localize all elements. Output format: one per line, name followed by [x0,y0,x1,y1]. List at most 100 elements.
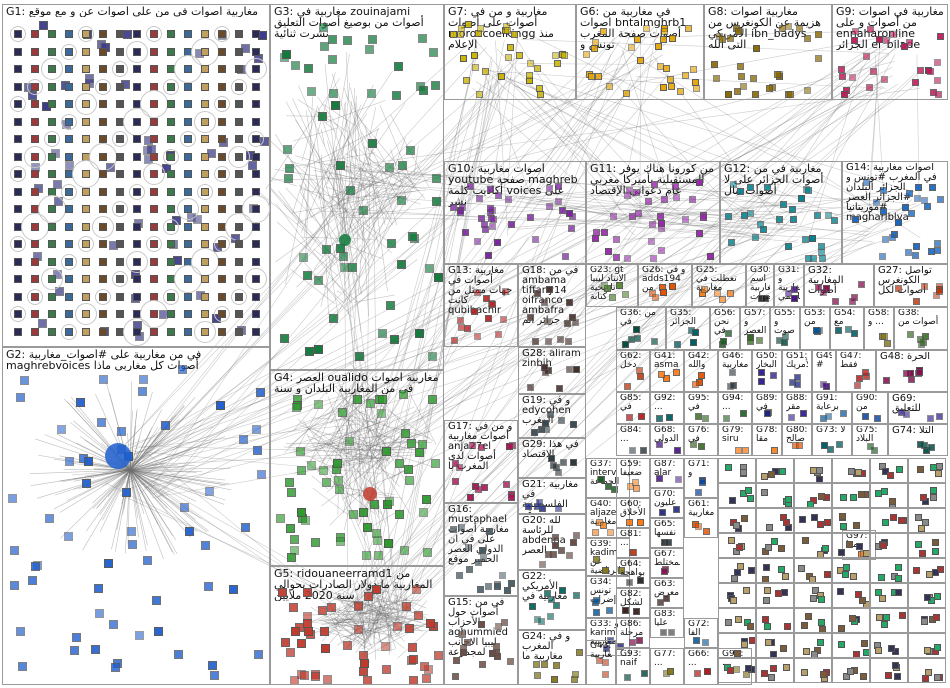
node-avatar [14,48,22,56]
node-avatar [82,258,90,266]
node-avatar [600,522,607,529]
group-box-g60: G60: الأخلاق [616,498,650,528]
node-avatar [401,429,410,438]
node-avatar [889,234,896,241]
node-avatar [218,83,226,91]
group-box-g51: G51: الأمريك [782,350,812,392]
node-avatar [859,597,866,604]
node-avatar [845,326,852,333]
node-avatar [167,188,175,196]
node-avatar [637,577,644,584]
node-avatar [840,523,847,530]
node-avatar [667,76,674,83]
group-box-g91: G91: برعاية [812,392,852,424]
node-avatar [880,208,887,215]
group-box-g56: G56: نحن في [710,307,740,350]
node-avatar [852,216,859,223]
group-box-small [908,633,946,658]
group-box-g35: G35: الجزائر [666,307,710,350]
node-avatar [48,240,56,248]
group-box-small [794,633,832,658]
node-ring [146,236,162,252]
node-avatar [507,658,514,665]
node-avatar [419,86,428,95]
node-avatar [116,100,124,108]
node-avatar [363,523,372,532]
node-ring [10,26,26,42]
node-avatar [862,413,869,420]
node-avatar [386,301,395,310]
node-avatar [48,293,56,301]
node-avatar [785,243,792,250]
node-avatar [841,91,848,98]
node-avatar [184,188,192,196]
node-avatar [111,663,120,672]
node-avatar [31,328,39,336]
node-avatar [747,210,754,217]
node-avatar [450,526,457,533]
group-box-small [718,608,756,633]
group-box-small [718,533,756,558]
node-avatar [866,84,873,91]
node-avatar [184,100,192,108]
group-box-g66: G66: ... [684,648,718,685]
node-avatar [703,528,710,535]
group-box-g68: G68: الدولي [650,424,684,456]
group-box-g84: G84: ... [616,424,650,456]
node-avatar [733,522,740,529]
node-avatar [91,645,100,654]
group-box-small [870,658,908,683]
node-avatar [898,517,905,524]
node-avatar [913,243,920,250]
group-label: G46: مغاربية [722,352,748,370]
node-avatar [95,609,104,618]
node-avatar [850,494,857,501]
node-avatar [48,83,56,91]
node-avatar [924,594,931,601]
node-avatar [935,470,942,477]
node-avatar [31,118,39,126]
node-avatar [862,369,869,376]
node-avatar [348,263,357,272]
node-avatar [651,338,658,345]
node-avatar [48,153,56,161]
node-avatar [731,575,738,582]
node-avatar [479,661,486,668]
node-avatar [235,118,243,126]
node-avatar [762,576,769,583]
group-box-small [718,633,756,658]
node-avatar [628,44,635,51]
node-avatar [508,494,515,501]
node-avatar [489,223,496,230]
node-avatar [235,275,243,283]
node-avatar [467,494,474,501]
node-avatar [917,466,924,473]
node-avatar [82,65,90,73]
node-avatar [362,551,371,560]
node-avatar [525,503,532,510]
node-avatar [504,27,511,34]
group-box-small [794,458,832,483]
node-avatar [20,376,29,385]
node-avatar [629,639,636,646]
node-avatar [927,68,934,75]
node-avatar [780,645,787,652]
node-avatar [432,197,441,206]
node-avatar [31,240,39,248]
node-ring [126,251,148,273]
node-avatar [748,567,755,574]
node-avatar [372,529,381,538]
node-avatar [150,258,158,266]
node-avatar [698,443,705,450]
group-box-g26: G26: و في adds194 من [638,264,692,307]
node-avatar [730,181,737,188]
node-avatar [921,283,928,290]
node-ring [228,146,250,168]
node-ring [174,265,202,293]
node-avatar [835,327,842,334]
group-box-small [832,658,870,683]
node-avatar [329,314,338,323]
node-avatar [218,205,226,213]
group-box-small [908,483,946,508]
node-avatar [133,275,141,283]
